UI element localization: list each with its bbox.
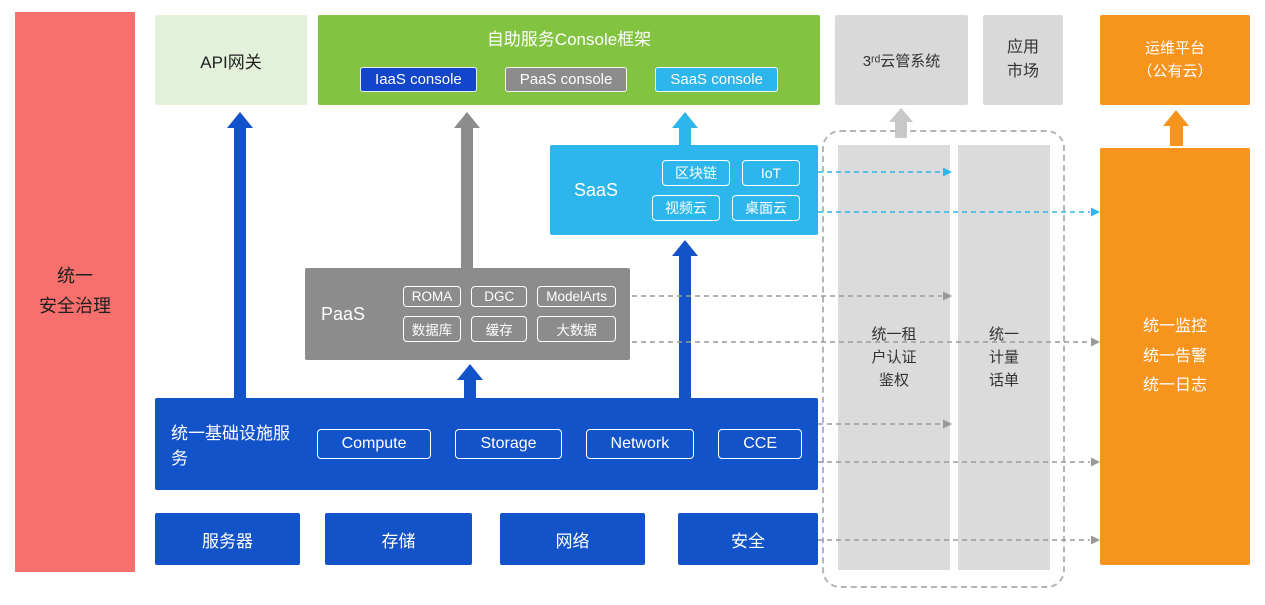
infrastructure-layer-label: 统一基础设施服务 bbox=[171, 424, 290, 468]
saas-console-chip: SaaS console bbox=[655, 67, 778, 92]
app-market-label: 应用 市场 bbox=[1006, 39, 1039, 80]
console-framework-title: 自助服务Console框架 bbox=[486, 30, 652, 49]
network-box: 网络 bbox=[500, 513, 645, 565]
dashed-hardware-to-monitoring-head bbox=[1091, 535, 1100, 545]
monitoring-panel-box: 统一监控 统一告警 统一日志 bbox=[1100, 148, 1250, 565]
paas-console-chip: PaaS console bbox=[504, 67, 628, 92]
api-gateway-label: API网关 bbox=[200, 52, 262, 72]
security-label: 安全 bbox=[731, 531, 765, 551]
arrow-infra-to-saas bbox=[672, 240, 698, 398]
shared-services-dashed-frame bbox=[822, 130, 1065, 588]
saas-layer-box: SaaS 区块链 IoT 视频云 桌面云 bbox=[550, 145, 818, 235]
infra-chip-cce: CCE bbox=[718, 429, 802, 459]
saas-chip-video-cloud: 视频云 bbox=[652, 194, 720, 221]
dashed-saas-to-monitoring-head bbox=[1091, 207, 1100, 217]
monitoring-panel-label: 统一监控 统一告警 统一日志 bbox=[1142, 318, 1207, 395]
unified-security-governance-bar: 统一 安全治理 bbox=[15, 12, 135, 572]
infrastructure-layer-box: 统一基础设施服务 Compute Storage Network CCE bbox=[155, 398, 818, 490]
infra-chip-storage: Storage bbox=[455, 429, 562, 459]
infrastructure-chip-row: Compute Storage Network CCE bbox=[316, 429, 802, 459]
iaas-console-chip: IaaS console bbox=[360, 67, 477, 92]
tenant-auth-column: 统一租 户认证 鉴权 bbox=[838, 145, 950, 570]
server-label: 服务器 bbox=[202, 531, 253, 551]
dashed-infra-to-monitoring-head bbox=[1091, 457, 1100, 467]
metering-billing-column: 统一 计量 话单 bbox=[958, 145, 1050, 570]
arrow-saas-to-console bbox=[672, 112, 698, 145]
saas-layer-label: SaaS bbox=[574, 179, 619, 200]
paas-chip-grid: ROMA DGC ModelArts 数据库 缓存 大数据 bbox=[402, 286, 616, 342]
server-box: 服务器 bbox=[155, 513, 300, 565]
paas-chip-bigdata: 大数据 bbox=[537, 316, 616, 342]
console-framework-box: 自助服务Console框架 IaaS console PaaS console … bbox=[318, 15, 820, 105]
paas-chip-cache: 缓存 bbox=[471, 316, 528, 342]
tenant-auth-label: 统一租 户认证 鉴权 bbox=[871, 325, 917, 390]
third-party-cloud-mgmt-label: 3ʳᵈ云管系统 bbox=[862, 52, 941, 70]
saas-chip-grid: 区块链 IoT 视频云 桌面云 bbox=[652, 159, 800, 221]
om-platform-label: 运维平台 （公有云） bbox=[1137, 39, 1213, 80]
third-party-cloud-mgmt-box: 3ʳᵈ云管系统 bbox=[835, 15, 968, 105]
dashed-paas-to-monitoring-head bbox=[1091, 337, 1100, 347]
infra-chip-network: Network bbox=[585, 429, 695, 459]
storage-label: 存储 bbox=[381, 531, 416, 551]
infra-chip-compute: Compute bbox=[316, 429, 432, 459]
paas-chip-modelarts: ModelArts bbox=[537, 286, 616, 307]
unified-security-governance-label: 统一 安全治理 bbox=[39, 266, 111, 316]
arrow-paas-to-console bbox=[454, 112, 480, 268]
paas-chip-database: 数据库 bbox=[402, 316, 462, 342]
paas-chip-roma: ROMA bbox=[402, 286, 462, 307]
paas-layer-label: PaaS bbox=[321, 303, 366, 324]
security-box: 安全 bbox=[678, 513, 818, 565]
paas-layer-box: PaaS ROMA DGC ModelArts 数据库 缓存 大数据 bbox=[305, 268, 630, 360]
network-label: 网络 bbox=[555, 531, 590, 551]
arrow-infra-to-api-gateway bbox=[227, 112, 253, 398]
saas-chip-desktop-cloud: 桌面云 bbox=[732, 194, 800, 221]
api-gateway-box: API网关 bbox=[155, 15, 307, 105]
arrow-panel-to-om-platform bbox=[1163, 110, 1189, 146]
om-platform-box: 运维平台 （公有云） bbox=[1100, 15, 1250, 105]
arrow-infra-to-paas bbox=[457, 364, 483, 398]
metering-billing-label: 统一 计量 话单 bbox=[988, 325, 1019, 390]
app-market-box: 应用 市场 bbox=[983, 15, 1063, 105]
saas-chip-blockchain: 区块链 bbox=[662, 159, 730, 186]
console-chip-row: IaaS console PaaS console SaaS console bbox=[360, 67, 778, 92]
storage-box: 存储 bbox=[325, 513, 472, 565]
paas-chip-dgc: DGC bbox=[471, 286, 528, 307]
saas-chip-iot: IoT bbox=[742, 159, 800, 186]
